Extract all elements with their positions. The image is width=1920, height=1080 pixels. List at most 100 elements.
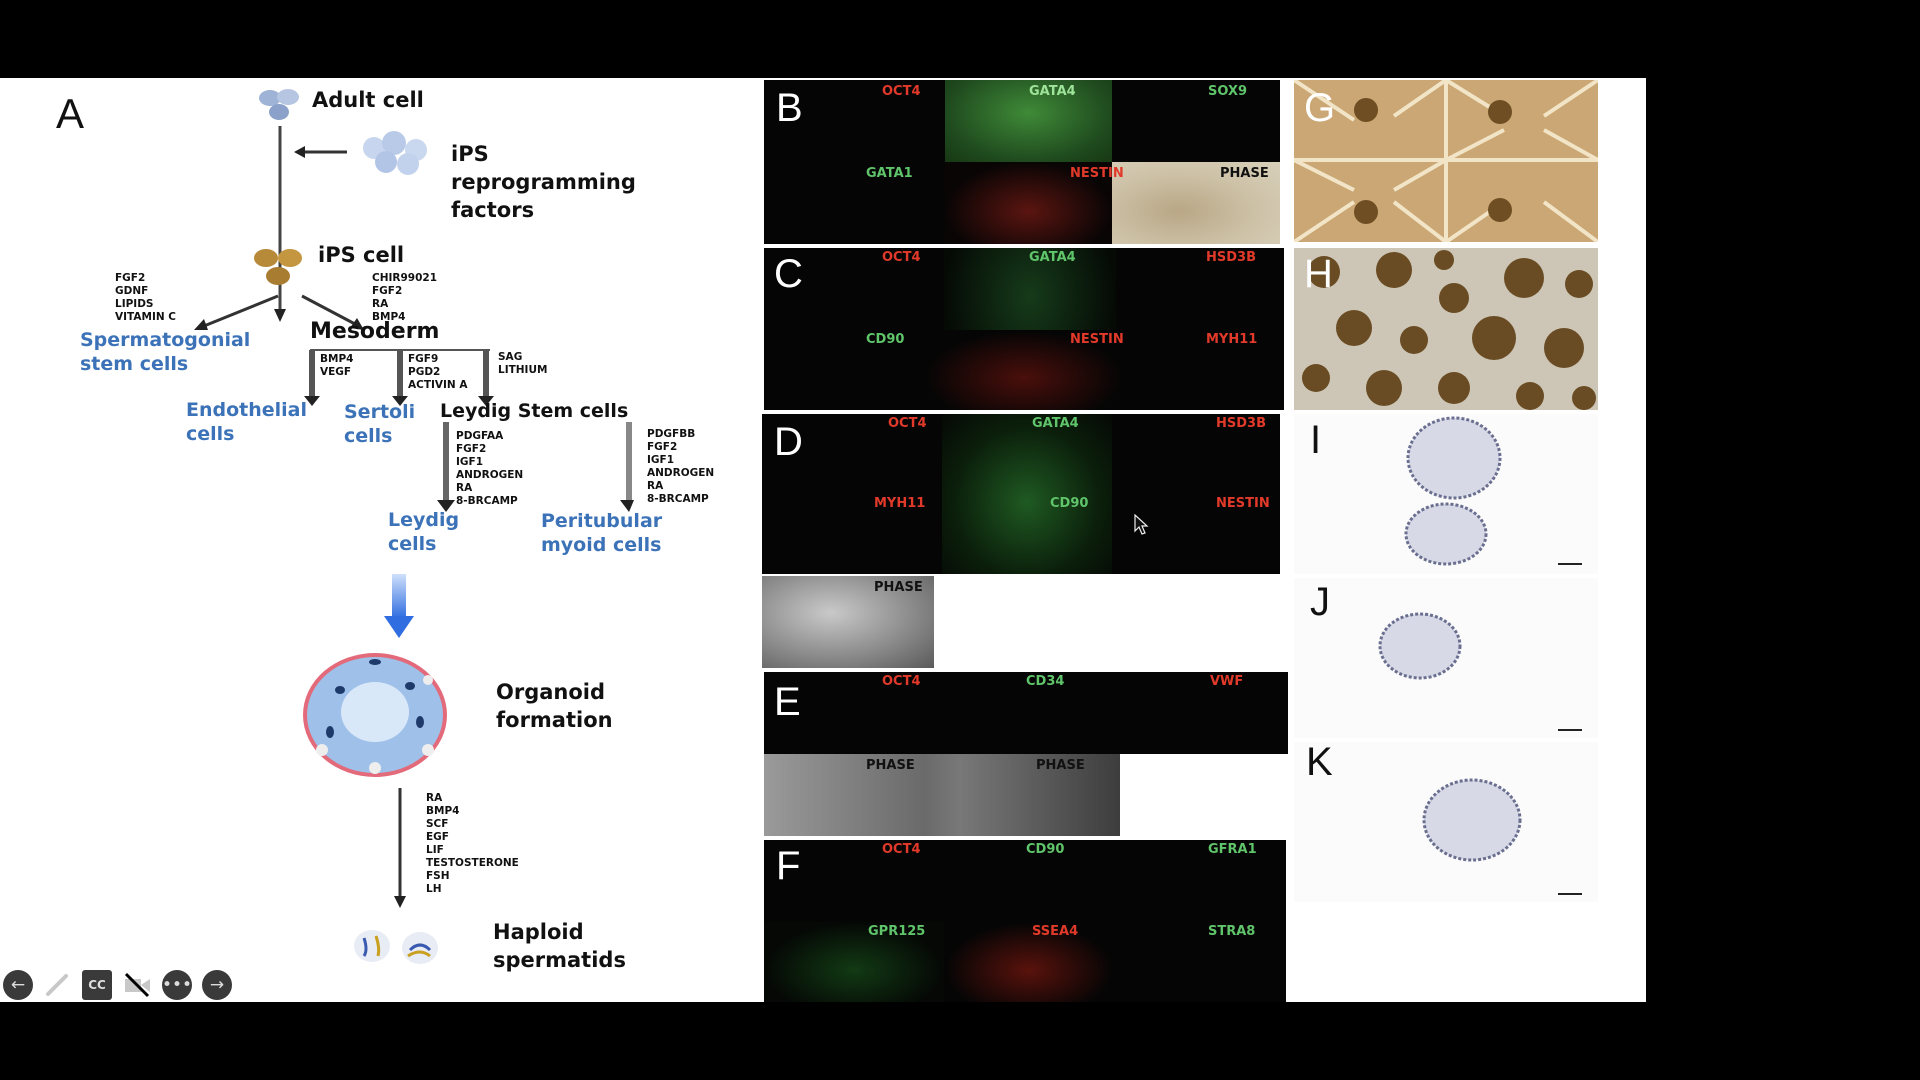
panel-g-image: G xyxy=(1294,80,1598,242)
panel-k-image: K xyxy=(1294,740,1598,902)
ips-cell-icon xyxy=(254,249,302,285)
panel-e-phase-images: PHASE PHASE xyxy=(764,754,1120,836)
spermatogonial-label: Spermatogonial stem cells xyxy=(80,329,251,375)
panel-e-letter: E xyxy=(774,680,801,724)
label-cd90: CD90 xyxy=(866,332,905,347)
label-oct4: OCT4 xyxy=(882,250,921,265)
panel-i-letter: I xyxy=(1310,418,1322,462)
panel-k-letter: K xyxy=(1306,740,1333,784)
arrows-leydig-branches xyxy=(437,422,634,512)
organoid-icon xyxy=(303,653,447,777)
panel-h-letter: H xyxy=(1304,252,1333,296)
label-gata1: GATA1 xyxy=(866,166,913,181)
haploid-spermatids-icon xyxy=(354,930,438,964)
label-cd90: CD90 xyxy=(1026,842,1065,857)
organoid-spheroids xyxy=(1294,248,1598,410)
label-hsd3b: HSD3B xyxy=(1216,416,1266,431)
label-gata4: GATA4 xyxy=(1029,250,1076,265)
leydig-stem-label: Leydig Stem cells xyxy=(440,400,629,422)
panel-j-image: J xyxy=(1294,578,1598,738)
adult-cell-icon xyxy=(259,89,299,120)
back-arrow-icon[interactable]: ← xyxy=(3,970,33,1000)
phase-field xyxy=(1112,162,1280,244)
panel-b-image: B OCT4 GATA4 SOX9 GATA1 NESTIN PHASE xyxy=(764,80,1280,244)
panel-c-letter: C xyxy=(774,252,803,296)
label-sox9: SOX9 xyxy=(1208,84,1248,99)
label-ssea4: SSEA4 xyxy=(1032,924,1079,939)
mouse-cursor-icon xyxy=(1134,514,1149,535)
ssea4-field xyxy=(944,922,1114,1002)
label-cd90: CD90 xyxy=(1050,496,1089,511)
nestin-field xyxy=(924,330,1124,410)
arrow-factors xyxy=(294,146,347,158)
panel-f-image: F OCT4 CD90 GFRA1 GPR125 SSEA4 STRA8 xyxy=(764,840,1286,1002)
panel-d-phase-image: PHASE xyxy=(762,576,934,668)
label-oct4: OCT4 xyxy=(888,416,927,431)
label-myh11: MYH11 xyxy=(874,496,926,511)
more-icon[interactable]: ••• xyxy=(162,970,192,1000)
label-phase: PHASE xyxy=(874,580,923,595)
panel-b-letter: B xyxy=(776,86,803,130)
panel-e-image: E OCT4 CD34 VWF xyxy=(764,672,1288,754)
arrows-ips-branches xyxy=(194,294,364,330)
label-nestin: NESTIN xyxy=(1070,166,1124,181)
panel-d-letter: D xyxy=(774,420,803,464)
arrows-mesoderm-branches xyxy=(304,349,494,406)
histology-section-i xyxy=(1404,416,1582,566)
label-nestin: NESTIN xyxy=(1216,496,1270,511)
gata4-green-field xyxy=(945,80,1112,162)
video-off-icon[interactable] xyxy=(122,970,152,1000)
label-phase-2: PHASE xyxy=(1036,758,1085,773)
ips-cell-label: iPS cell xyxy=(318,243,405,267)
label-vwf: VWF xyxy=(1210,674,1244,689)
presentation-slide: A Adult cell iPS reprogramming xyxy=(0,78,1646,1002)
label-cd34: CD34 xyxy=(1026,674,1065,689)
label-gpr125: GPR125 xyxy=(868,924,926,939)
gata4-cd90-field xyxy=(942,414,1112,574)
label-gfra1: GFRA1 xyxy=(1208,842,1257,857)
label-nestin: NESTIN xyxy=(1070,332,1124,347)
panel-a-letter: A xyxy=(56,90,85,137)
label-oct4: OCT4 xyxy=(882,84,921,99)
forward-arrow-icon[interactable]: → xyxy=(202,970,232,1000)
reprogramming-factors-icon xyxy=(363,131,427,175)
pen-icon[interactable] xyxy=(42,970,72,1000)
panel-f-letter: F xyxy=(776,844,801,888)
blue-down-arrow xyxy=(384,574,414,638)
label-gata4: GATA4 xyxy=(1032,416,1079,431)
label-gata4: GATA4 xyxy=(1029,84,1076,99)
panel-c-image: C OCT4 GATA4 HSD3B CD90 NESTIN MYH11 xyxy=(764,248,1284,410)
captions-icon[interactable]: CC xyxy=(82,970,112,1000)
arrow-organoid-to-spermatids xyxy=(394,788,406,908)
panel-i-image: I xyxy=(1294,414,1598,574)
microwell-grid xyxy=(1294,80,1598,242)
panel-h-image: H xyxy=(1294,248,1598,410)
panel-g-letter: G xyxy=(1304,86,1336,130)
label-myh11: MYH11 xyxy=(1206,332,1258,347)
label-stra8: STRA8 xyxy=(1208,924,1256,939)
histology-section-k xyxy=(1422,778,1582,895)
panel-d-image: D OCT4 GATA4 HSD3B MYH11 CD90 NESTIN xyxy=(762,414,1280,574)
label-oct4: OCT4 xyxy=(882,674,921,689)
gpr125-field xyxy=(764,922,944,1002)
ips-reprogramming-label: iPS reprogramming factors xyxy=(451,142,636,222)
label-oct4: OCT4 xyxy=(882,842,921,857)
nestin-red-field xyxy=(945,162,1112,244)
panel-j-letter: J xyxy=(1310,580,1330,624)
label-phase-1: PHASE xyxy=(866,758,915,773)
histology-section-j xyxy=(1378,612,1582,731)
